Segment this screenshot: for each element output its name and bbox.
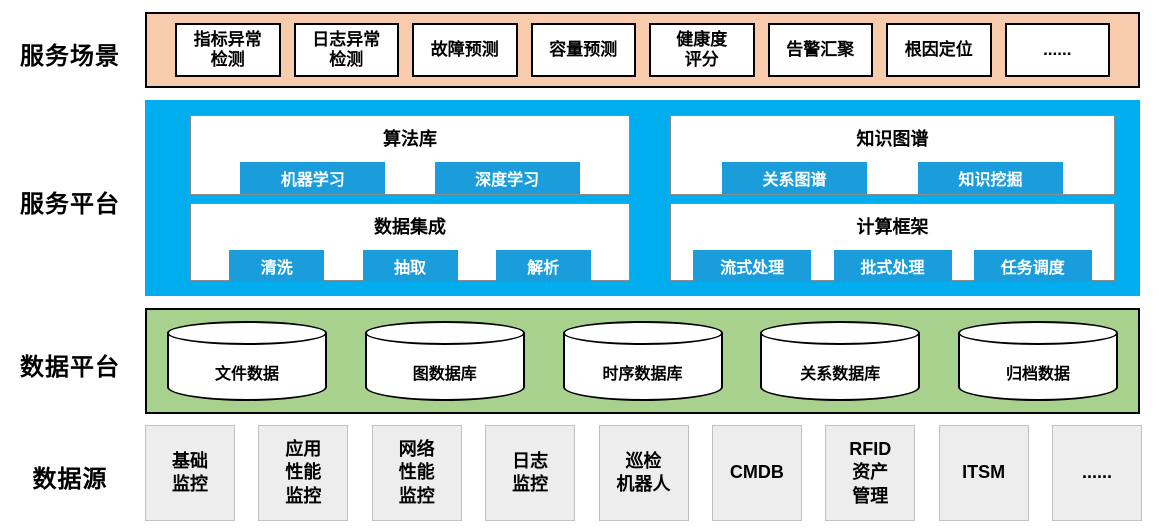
platform-card-data-integration: 数据集成 清洗 抽取 解析	[190, 203, 630, 282]
platform-band: 算法库 机器学习 深度学习 知识图谱 关系图谱 知识挖掘 数据集成 清洗 抽取 …	[145, 100, 1140, 296]
scenario-item-health-score: 健康度 评分	[649, 23, 755, 77]
card-title: 算法库	[383, 129, 437, 149]
chip-parsing: 解析	[495, 250, 591, 282]
database-cylinder-relational: 关系数据库	[760, 321, 921, 401]
database-label: 文件数据	[214, 366, 279, 383]
layer-label-data-platform: 数据平台	[20, 354, 120, 381]
database-label: 图数据库	[412, 366, 477, 383]
cylinder-top	[760, 321, 921, 345]
chip-task-scheduling: 任务调度	[973, 250, 1092, 282]
cylinder-top	[364, 321, 525, 345]
scenarios-band: 指标异常 检测 日志异常 检测 故障预测 容量预测 健康度 评分 告警汇聚 根因…	[145, 12, 1140, 88]
chip-knowledge-mining: 知识挖掘	[918, 162, 1063, 194]
source-item-inspection-robot: 巡检 机器人	[598, 425, 689, 521]
cylinder-top	[958, 321, 1118, 345]
chip-machine-learning: 机器学习	[240, 162, 386, 194]
scenario-item-alert-aggregation: 告警汇聚	[767, 23, 873, 77]
card-title: 数据集成	[374, 217, 446, 237]
chip-batch-processing: 批式处理	[833, 250, 952, 282]
source-item-basic-monitoring: 基础 监控	[145, 425, 235, 521]
chip-row: 机器学习 深度学习	[191, 162, 629, 194]
platform-card-knowledge-graph: 知识图谱 关系图谱 知识挖掘	[670, 115, 1115, 195]
source-item-log-monitoring: 日志 监控	[485, 425, 576, 521]
chip-row: 流式处理 批式处理 任务调度	[671, 250, 1114, 282]
data-platform-band: 文件数据 图数据库 时序数据库 关系数据库 归档数据	[145, 308, 1140, 414]
source-item-cmdb: CMDB	[711, 425, 802, 521]
chip-stream-processing: 流式处理	[693, 250, 812, 282]
scenario-item-root-cause: 根因定位	[886, 23, 992, 77]
chip-relation-graph: 关系图谱	[722, 162, 867, 194]
source-item-more: ......	[1052, 425, 1142, 521]
card-title: 计算框架	[856, 217, 929, 237]
layer-label-data-sources: 数据源	[32, 466, 108, 493]
database-cylinder-timeseries: 时序数据库	[562, 321, 723, 401]
source-item-itsm: ITSM	[938, 425, 1029, 521]
source-item-apm: 应用 性能 监控	[258, 425, 349, 521]
chip-row: 关系图谱 知识挖掘	[671, 162, 1114, 194]
chip-extraction: 抽取	[362, 250, 458, 282]
card-title: 知识图谱	[856, 129, 929, 149]
layer-label-platform: 服务平台	[20, 191, 120, 218]
chip-cleaning: 清洗	[229, 250, 325, 282]
cylinder-top	[167, 321, 327, 345]
chip-row: 清洗 抽取 解析	[191, 250, 629, 282]
cylinder-top	[562, 321, 723, 345]
cylinder-body: 归档数据	[958, 333, 1118, 401]
scenario-item-capacity-prediction: 容量预测	[530, 23, 636, 77]
source-item-npm: 网络 性能 监控	[371, 425, 462, 521]
layer-label-scenarios: 服务场景	[20, 43, 120, 70]
scenario-item-metric-anomaly: 指标异常 检测	[175, 23, 281, 77]
database-cylinder-graph: 图数据库	[364, 321, 525, 401]
database-label: 时序数据库	[602, 366, 683, 383]
scenario-item-log-anomaly: 日志异常 检测	[293, 23, 399, 77]
database-label: 关系数据库	[800, 366, 881, 383]
scenario-item-fault-prediction: 故障预测	[412, 23, 518, 77]
platform-card-computing-framework: 计算框架 流式处理 批式处理 任务调度	[670, 203, 1115, 282]
sources-row: 基础 监控 应用 性能 监控 网络 性能 监控 日志 监控 巡检 机器人 CMD…	[145, 425, 1142, 521]
source-item-rfid-asset: RFID 资产 管理	[825, 425, 916, 521]
database-label: 归档数据	[1005, 366, 1070, 383]
chip-deep-learning: 深度学习	[434, 162, 580, 194]
platform-card-algorithm-library: 算法库 机器学习 深度学习	[190, 115, 630, 195]
database-cylinder-archive: 归档数据	[958, 321, 1118, 401]
scenario-item-more: ......	[1004, 23, 1110, 77]
database-cylinder-file: 文件数据	[167, 321, 327, 401]
